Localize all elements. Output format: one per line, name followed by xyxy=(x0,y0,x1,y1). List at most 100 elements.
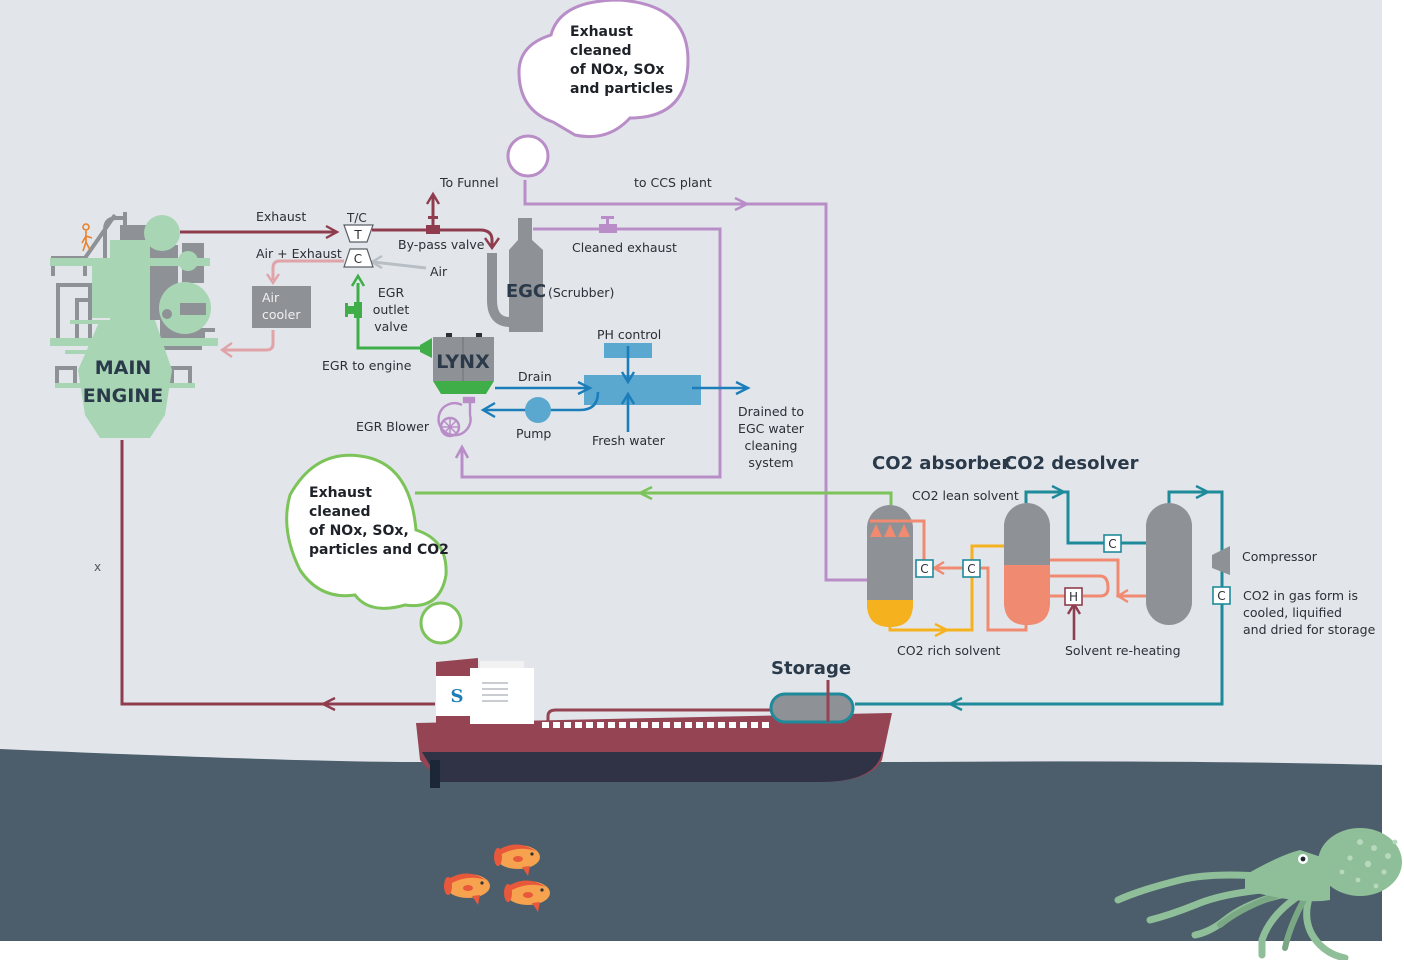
main-engine: MAIN ENGINE xyxy=(50,212,218,438)
air-exhaust-arrow-icon xyxy=(266,273,280,286)
water-treatment xyxy=(480,343,751,432)
turbocharger: T C xyxy=(343,224,374,268)
bubble-top-line: cleaned xyxy=(570,43,632,59)
label-to-ccs: to CCS plant xyxy=(634,175,712,190)
air-line xyxy=(372,260,427,270)
egr-arrow-icon xyxy=(350,273,366,287)
bubble-bottom-line: cleaned xyxy=(309,504,371,520)
label-egr-to-engine: EGR to engine xyxy=(322,358,412,373)
bubble-bottom-line: particles and CO2 xyxy=(309,542,449,558)
compressor-icon xyxy=(1212,546,1230,575)
storage-tank xyxy=(769,692,855,724)
bypass-valve-icon xyxy=(425,191,441,234)
label-drain: Drain xyxy=(518,369,552,384)
return-arrow-icon xyxy=(320,696,336,712)
label-storage: Storage xyxy=(771,658,851,679)
label-lean-solvent: CO2 lean solvent xyxy=(912,488,1019,503)
air-exhaust-line xyxy=(271,259,344,280)
clean-exhaust-arrow-icon xyxy=(637,485,653,501)
label-solvent-reheating: Solvent re-heating xyxy=(1065,643,1181,658)
label-fresh-water: Fresh water xyxy=(592,433,666,448)
cooler-box: C xyxy=(1103,534,1122,553)
bubble-top-line: and particles xyxy=(570,81,673,97)
cleaned-exhaust-valve-icon xyxy=(599,216,617,233)
compressor-c-label: C xyxy=(354,252,362,266)
label-air: Air xyxy=(430,264,448,279)
bubble-bottom-line: Exhaust xyxy=(309,485,372,501)
label-drained: Drained to xyxy=(738,404,804,419)
engine-label-main: MAIN xyxy=(95,357,152,379)
label-ph-control: PH control xyxy=(597,327,661,342)
label-drained-3: cleaning xyxy=(745,438,798,453)
cleaned-exhaust-line xyxy=(460,227,722,479)
air-cooler-label: Air xyxy=(262,290,280,305)
egc-scrubber: EGC xyxy=(487,218,546,332)
co2-plant xyxy=(855,484,1230,712)
blower-up-arrow-icon xyxy=(454,444,470,459)
svg-text:C: C xyxy=(920,562,928,576)
fish-icon xyxy=(494,844,540,876)
label-air-exhaust: Air + Exhaust xyxy=(256,246,342,261)
label-co2-gas-2: cooled, liquified xyxy=(1243,605,1342,620)
cooler-to-engine-line xyxy=(224,330,275,352)
air-cooler-label-2: cooler xyxy=(262,307,301,322)
cooler-box: C xyxy=(962,559,981,578)
to-ccs-line xyxy=(523,180,868,582)
egr-blower-icon xyxy=(437,396,476,438)
heading-co2-desolver: CO2 desolver xyxy=(1004,453,1139,474)
pump-icon xyxy=(525,397,551,423)
octopus-icon xyxy=(1114,828,1402,960)
bubble-bottom-line: of NOx, SOx, xyxy=(309,523,409,539)
engine-label-engine: ENGINE xyxy=(83,385,163,407)
turbine-label: T xyxy=(353,228,362,242)
bubble-top-line: of NOx, SOx xyxy=(570,62,664,78)
label-rich-solvent: CO2 rich solvent xyxy=(897,643,1001,658)
bubble-top: Exhaust cleaned of NOx, SOx and particles xyxy=(506,0,690,178)
sea xyxy=(0,749,1382,941)
air-arrow-icon xyxy=(369,254,383,270)
heading-co2-absorber: CO2 absorber xyxy=(872,453,1010,474)
label-cleaned-exhaust: Cleaned exhaust xyxy=(572,240,677,255)
label-egr-blower: EGR Blower xyxy=(356,419,430,434)
return-line xyxy=(120,440,435,706)
heater-box: H xyxy=(1064,587,1083,606)
label-co2-gas: CO2 in gas form is xyxy=(1243,588,1358,603)
clean-exhaust-out-line xyxy=(415,491,893,505)
company-logo-icon: S xyxy=(451,686,464,707)
label-egr-outlet-2: outlet xyxy=(373,302,410,317)
label-to-funnel: To Funnel xyxy=(439,175,499,190)
label-drained-2: EGC water xyxy=(738,421,805,436)
bubble-bottom: Exhaust cleaned of NOx, SOx, particles and … xyxy=(285,453,463,645)
cooler-arrow-icon xyxy=(219,342,233,358)
cooler-box: C xyxy=(1212,586,1231,605)
cooler-box: C xyxy=(915,559,934,578)
lynx-label: LYNX xyxy=(436,351,490,373)
egc-label: EGC xyxy=(506,281,546,302)
egr-outlet-valve-icon xyxy=(345,302,362,318)
bubble-top-line: Exhaust xyxy=(570,24,633,40)
label-scrubber: (Scrubber) xyxy=(548,285,614,300)
fish-group xyxy=(444,844,550,912)
label-bypass-valve: By-pass valve xyxy=(398,237,485,252)
svg-text:C: C xyxy=(967,562,975,576)
label-tc: T/C xyxy=(346,211,367,225)
air-cooler: Air cooler xyxy=(252,286,311,328)
tc-exhaust-line xyxy=(372,228,494,246)
lynx-unit: LYNX xyxy=(420,333,494,394)
label-compressor: Compressor xyxy=(1242,549,1318,564)
ship: S xyxy=(416,658,892,788)
exhaust-arrow-icon xyxy=(325,224,340,240)
to-ccs-arrow-icon xyxy=(734,196,750,212)
fish-icon xyxy=(444,873,490,905)
svg-text:C: C xyxy=(1108,537,1116,551)
exhaust-down-arrow-icon xyxy=(484,237,500,251)
label-egr-outlet: EGR xyxy=(378,285,405,300)
label-egr-outlet-3: valve xyxy=(374,319,408,334)
label-co2-gas-3: and dried for storage xyxy=(1243,622,1376,637)
svg-text:H: H xyxy=(1069,590,1078,604)
label-stray-x: x xyxy=(94,560,101,574)
fish-icon xyxy=(504,880,550,912)
